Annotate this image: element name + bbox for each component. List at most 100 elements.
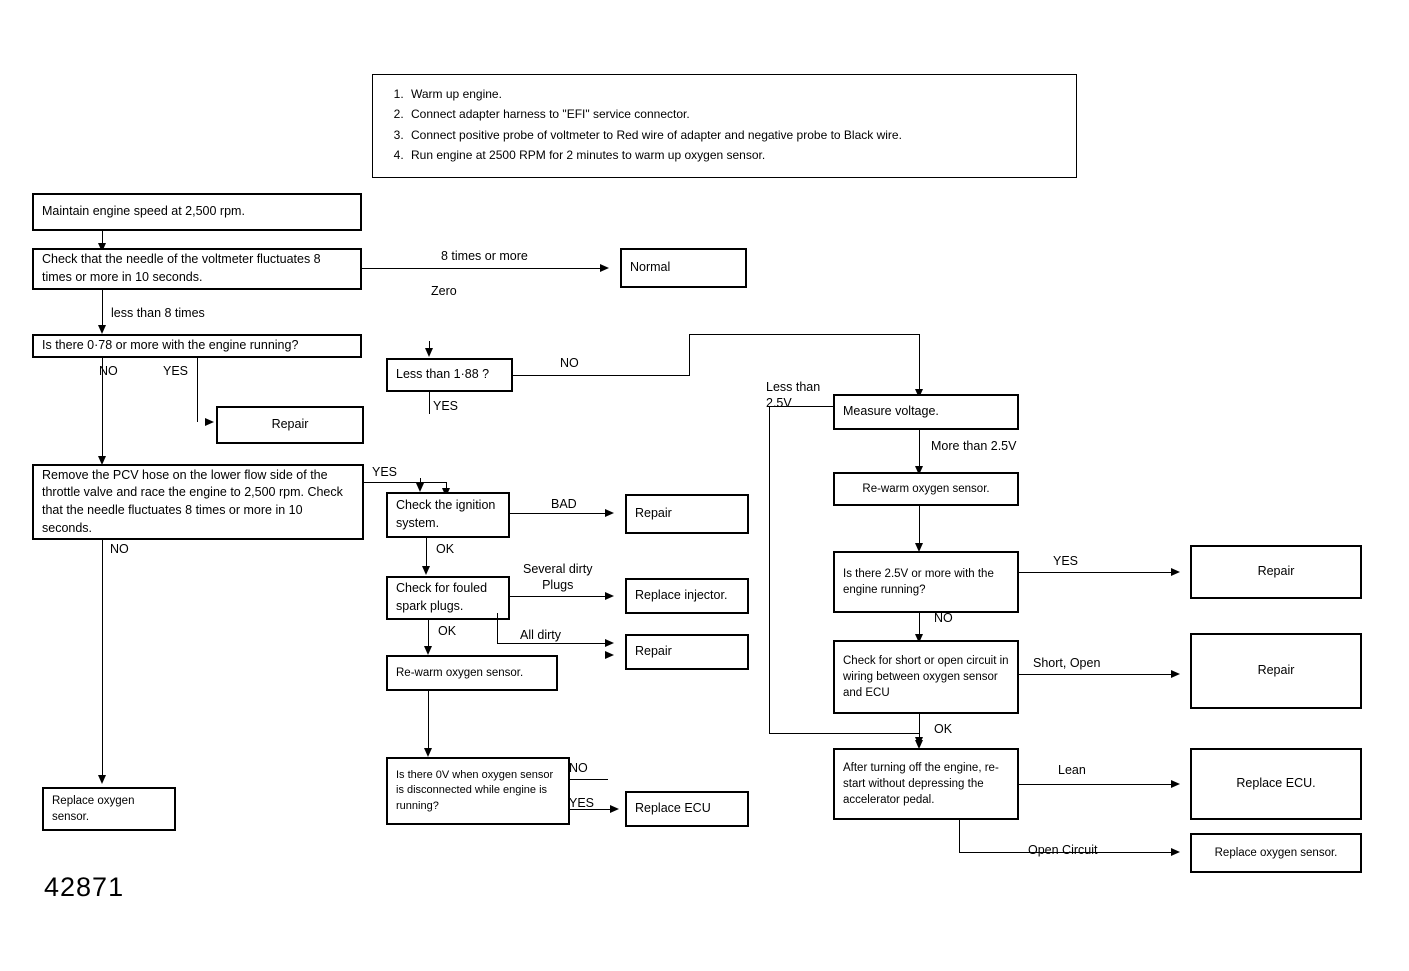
- box-replace-oxygen-sensor-right: Replace oxygen sensor.: [1190, 833, 1362, 873]
- label-no-25v: NO: [934, 611, 953, 625]
- box-check-fouled-spark-plugs: Check for fouled spark plugs.: [386, 576, 510, 620]
- box-is-there-078: Is there 0·78 or more with the engine ru…: [32, 334, 362, 358]
- connector-all-dirty-v: [497, 613, 498, 643]
- arrowhead-right: [1171, 847, 1180, 856]
- instruction-step: Connect adapter harness to "EFI" service…: [407, 105, 1076, 125]
- connector-open-circuit-h: [959, 852, 1171, 853]
- label-yes-078: YES: [163, 364, 189, 378]
- instruction-step: Warm up engine.: [407, 85, 1076, 105]
- arrowhead-down: [914, 543, 923, 552]
- label-open-circuit: Open Circuit: [1028, 843, 1098, 857]
- box-normal: Normal: [620, 248, 747, 288]
- connector-short-ok: [919, 714, 920, 746]
- box-replace-injector: Replace injector.: [625, 578, 749, 614]
- box-rewarm-oxygen-sensor-mid: Re-warm oxygen sensor.: [386, 655, 558, 691]
- arrowhead-right: [605, 508, 614, 517]
- arrowhead-right: [1171, 669, 1180, 678]
- arrowhead-right: [205, 417, 214, 426]
- box-check-needle-fluctuates: Check that the needle of the voltmeter f…: [32, 248, 362, 290]
- arrowhead-down: [914, 634, 923, 643]
- connector-188-no-h2: [689, 334, 920, 335]
- arrowhead-down: [914, 466, 923, 475]
- box-remove-pcv-hose: Remove the PCV hose on the lower flow si…: [32, 464, 364, 540]
- box-is-there-0v: Is there 0V when oxygen sensor is discon…: [386, 757, 570, 825]
- connector-25v-no: [919, 613, 920, 640]
- connector-188-yes: [429, 392, 430, 414]
- figure-caption: 42871: [44, 872, 125, 902]
- connector-measure-to-rewarm: [919, 430, 920, 472]
- arrowhead-down: [415, 483, 424, 492]
- connector-short-open: [1019, 674, 1171, 675]
- label-ok-short: OK: [934, 722, 953, 736]
- arrowhead-right: [605, 591, 614, 600]
- connector-078-yes: [197, 358, 198, 422]
- instruction-step: Run engine at 2500 RPM for 2 minutes to …: [407, 146, 1076, 166]
- arrowhead-down: [914, 740, 923, 749]
- arrowhead-down: [424, 348, 433, 357]
- connector-plugs-several-dirty: [510, 596, 605, 597]
- arrowhead-down: [97, 775, 106, 784]
- label-no-0v: NO: [569, 761, 588, 775]
- label-zero: Zero: [431, 284, 457, 298]
- instruction-step: Connect positive probe of voltmeter to R…: [407, 126, 1076, 146]
- label-lean: Lean: [1058, 763, 1086, 777]
- connector-pcv-yes-h: [364, 482, 446, 483]
- label-all-dirty: All dirty: [520, 628, 561, 642]
- box-replace-ecu-right: Replace ECU.: [1190, 748, 1362, 820]
- label-no-188: NO: [560, 356, 579, 370]
- connector-check-to-078: [102, 290, 103, 329]
- connector-lt25-h1: [769, 406, 833, 407]
- label-no-078: NO: [99, 364, 118, 378]
- box-is-there-25v: Is there 2.5V or more with the engine ru…: [833, 551, 1019, 613]
- box-replace-oxygen-sensor-left: Replace oxygen sensor.: [42, 787, 176, 831]
- label-ok-ignition: OK: [436, 542, 455, 556]
- connector-lt25-h2: [769, 733, 919, 734]
- connector-0v-no: [570, 779, 608, 780]
- arrowhead-right: [605, 650, 614, 659]
- arrowhead-down: [914, 389, 923, 398]
- box-measure-voltage: Measure voltage.: [833, 394, 1019, 430]
- box-after-turning-off-engine: After turning off the engine, re-start w…: [833, 748, 1019, 820]
- label-yes-188: YES: [433, 399, 459, 413]
- connector-plugs-ok: [428, 620, 429, 650]
- arrowhead-right: [1171, 567, 1180, 576]
- label-several-dirty-plugs: Several dirty Plugs: [523, 562, 593, 592]
- box-rewarm-oxygen-sensor-right: Re-warm oxygen sensor.: [833, 472, 1019, 506]
- arrowhead-down: [97, 325, 106, 334]
- arrowhead-right: [1171, 779, 1180, 788]
- connector-rewarm-to-0v: [428, 691, 429, 753]
- connector-open-circuit-v: [959, 820, 960, 852]
- arrowhead-down: [423, 646, 432, 655]
- box-maintain-engine-speed: Maintain engine speed at 2,500 rpm.: [32, 193, 362, 231]
- connector-188-no-h1: [513, 375, 689, 376]
- connector-pcv-no: [102, 540, 103, 780]
- connector-to-normal: [362, 268, 600, 269]
- connector-188-no-v: [689, 334, 690, 376]
- connector-pcv-yes-v: [446, 482, 447, 492]
- connector-188-no-down: [919, 334, 920, 394]
- instructions-list: Warm up engine. Connect adapter harness …: [373, 75, 1076, 175]
- arrowhead-down: [97, 456, 106, 465]
- label-yes-0v: YES: [569, 796, 595, 810]
- arrowhead-right: [605, 638, 614, 647]
- connector-all-dirty-h: [497, 643, 607, 644]
- arrowhead-down: [421, 566, 430, 575]
- connector-maintain-to-check: [102, 231, 103, 248]
- connector-ignition-ok: [426, 538, 427, 570]
- arrowhead-right: [600, 263, 609, 272]
- box-repair-short: Repair: [1190, 633, 1362, 709]
- box-less-than-188: Less than 1·88 ?: [386, 358, 513, 392]
- connector-lean: [1019, 784, 1171, 785]
- label-less-than-8-times: less than 8 times: [111, 306, 205, 320]
- connector-into-less-than: [429, 341, 430, 351]
- connector-rewarm-to-25v: [919, 506, 920, 548]
- label-bad: BAD: [551, 497, 577, 511]
- connector-0v-yes: [570, 809, 610, 810]
- box-repair-left: Repair: [216, 406, 364, 444]
- connector-078-no: [102, 358, 103, 460]
- arrowhead-down: [97, 243, 106, 252]
- arrowhead-right: [610, 804, 619, 813]
- label-yes-pcv: YES: [372, 465, 398, 479]
- label-short-open: Short, Open: [1033, 656, 1101, 670]
